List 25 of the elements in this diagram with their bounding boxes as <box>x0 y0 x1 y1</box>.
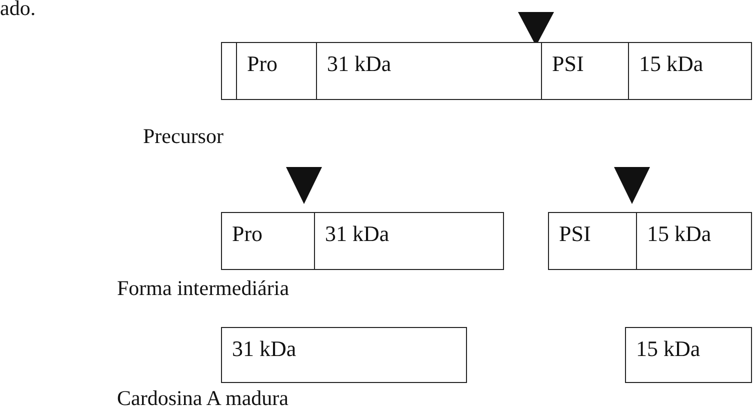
protein-segment <box>625 327 752 383</box>
segment-label: Pro <box>232 221 263 247</box>
segment-label: 31 kDa <box>232 336 296 362</box>
protein-segment <box>636 212 752 270</box>
segment-label: 31 kDa <box>327 51 392 77</box>
segment-label: Pro <box>247 51 278 77</box>
protein-segment <box>314 212 504 270</box>
protein-segment <box>221 327 467 383</box>
empty-segment <box>221 42 237 100</box>
segment-label: PSI <box>559 221 591 247</box>
segment-label: 15 kDa <box>647 221 712 247</box>
segment-label: PSI <box>552 51 584 77</box>
segment-label: 15 kDa <box>639 51 704 77</box>
text-fragment: ado. <box>0 0 36 21</box>
segment-label: 31 kDa <box>325 221 390 247</box>
stage-label: Precursor <box>143 124 224 149</box>
protein-segment <box>548 212 637 270</box>
segment-label: 15 kDa <box>636 336 700 362</box>
stage-label: Forma intermediária <box>117 276 290 301</box>
protein-segment <box>628 42 752 100</box>
stage-label: Cardosina A madura <box>117 386 288 411</box>
protein-segment <box>541 42 629 100</box>
protein-segment <box>316 42 542 100</box>
protein-segment <box>236 42 317 100</box>
protein-segment <box>221 212 315 270</box>
